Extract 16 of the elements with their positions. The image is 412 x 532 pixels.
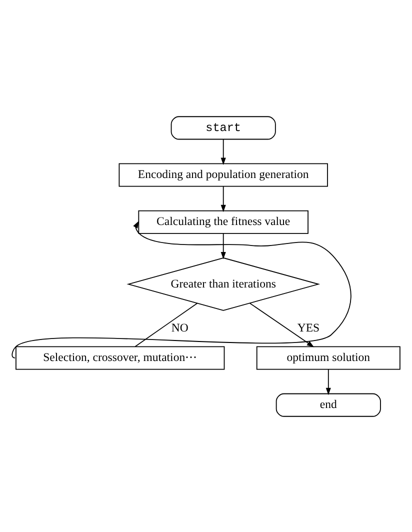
arrow: [220, 232, 226, 259]
edge-label: YES: [297, 321, 320, 334]
arrow: [326, 368, 331, 395]
edge-label: NO: [171, 321, 188, 334]
node-box: Encoding and population generation: [118, 162, 328, 186]
node-diamond: Greater than iterations: [126, 256, 320, 310]
connector: [134, 302, 198, 346]
node-box: Calculating the fitness value: [138, 210, 308, 234]
arrow: [220, 138, 226, 165]
node-box: start: [170, 116, 276, 140]
arrow: [220, 186, 226, 212]
arrow: [249, 302, 314, 347]
node-box: optimum solution: [256, 346, 400, 370]
node-box: Selection, crossover, mutation⋯: [16, 346, 225, 370]
node-box: end: [276, 392, 381, 416]
arrow: [12, 220, 352, 358]
